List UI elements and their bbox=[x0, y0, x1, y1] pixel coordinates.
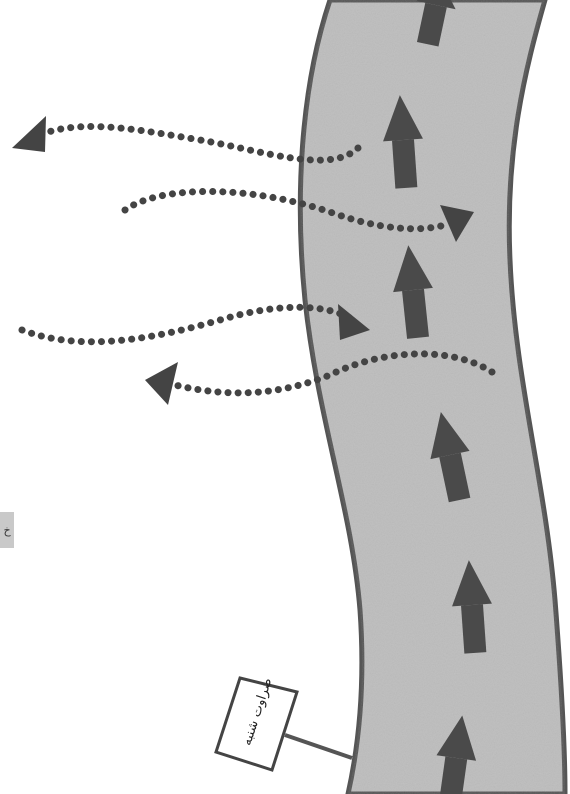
signpost-pole bbox=[285, 735, 352, 758]
edge-tab: خ bbox=[0, 512, 14, 548]
